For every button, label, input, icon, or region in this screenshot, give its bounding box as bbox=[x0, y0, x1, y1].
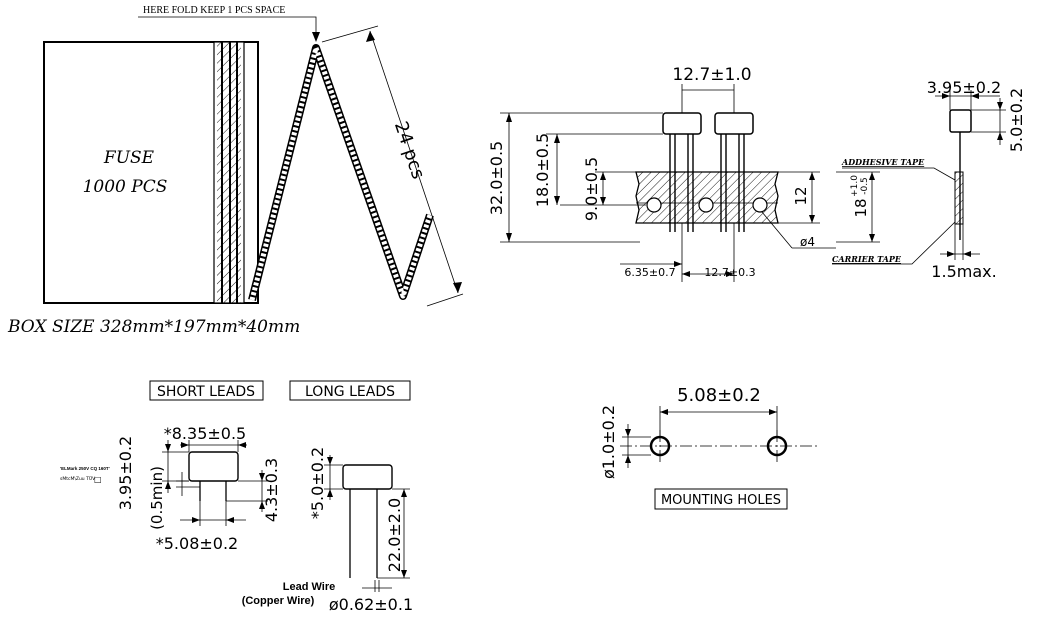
mounting-hole-dia-dim: ø1.0±0.2 bbox=[599, 405, 618, 479]
pitch-top-dim: 12.7±1.0 bbox=[672, 65, 751, 85]
long-leads-box bbox=[289, 380, 411, 401]
svg-text:+1.0: +1.0 bbox=[850, 175, 860, 197]
fuse-body bbox=[662, 112, 702, 135]
side-height-dim: 5.0±0.2 bbox=[1007, 88, 1026, 152]
long-leads-label: LONG LEADS bbox=[305, 384, 395, 400]
fuse-body bbox=[714, 112, 754, 135]
sprocket-hole bbox=[698, 197, 714, 213]
hole-dia-dim: ø4 bbox=[800, 235, 815, 249]
lead-spacing-dim: *5.08±0.2 bbox=[156, 534, 238, 553]
mounting-holes-label: MOUNTING HOLES bbox=[661, 493, 781, 508]
short-lead-length-dim: 4.3±0.3 bbox=[262, 458, 281, 522]
mounting-holes: 5.08±0.2 ø1.0±0.2 MOUNTING HOLES bbox=[599, 385, 818, 510]
carrier-tape-label: CARRIER TAPE bbox=[832, 254, 902, 264]
fuse-marking: 'ELMark 250V CQ 160T' sMtcM\Zuu TÜV □ bbox=[60, 466, 110, 484]
adhesive-tape-label: ADDHESIVE TAPE bbox=[841, 157, 925, 167]
short-body-height-dim: 3.95±0.2 bbox=[116, 436, 135, 510]
box-size-label: BOX SIZE 328mm*197mm*40mm bbox=[7, 317, 300, 337]
fold-leader bbox=[138, 16, 317, 38]
lead-length-dim: 18 +1.0 -0.5 bbox=[850, 175, 870, 218]
side-view: 3.95±0.2 5.0±0.2 ADDHESIVE TAPE CARRIER … bbox=[832, 78, 1026, 281]
max-thickness-dim: 1.5max. bbox=[931, 262, 996, 281]
box-outline bbox=[43, 41, 259, 304]
folded-tape-stack bbox=[213, 41, 245, 304]
long-lead-length-dim: 22.0±2.0 bbox=[385, 498, 404, 572]
wire-dia-dim: ø0.62±0.1 bbox=[329, 595, 413, 614]
tape-drawing: 12.7±1.0 32.0±0.5 18.0±0.5 9.0±0.5 12 bbox=[487, 65, 880, 282]
svg-text:-0.5: -0.5 bbox=[860, 177, 870, 195]
side-tape bbox=[954, 171, 964, 225]
hole-pitch-dim: 12.7±0.3 bbox=[704, 266, 755, 279]
zigzag-tape bbox=[248, 44, 434, 301]
svg-text:'ELMark 250V CQ 160T': 'ELMark 250V CQ 160T' bbox=[60, 466, 110, 471]
hole-height-dim: 9.0±0.5 bbox=[582, 157, 601, 221]
side-width-dim: 3.95±0.2 bbox=[927, 78, 1001, 97]
short-leads-label: SHORT LEADS bbox=[157, 384, 255, 400]
svg-text:sMtcM\Zuu TÜV: sMtcM\Zuu TÜV bbox=[60, 475, 96, 482]
long-fuse-body bbox=[342, 464, 393, 490]
count-dimension-line bbox=[369, 30, 459, 294]
first-offset-dim: 6.35±0.7 bbox=[624, 266, 675, 279]
body-width-dim: *8.35±0.5 bbox=[164, 424, 246, 443]
body-height-dim: 18.0±0.5 bbox=[533, 133, 552, 207]
long-body-height-dim: *5.0±0.2 bbox=[308, 447, 327, 519]
short-leads-box bbox=[149, 380, 264, 401]
box-label-count: 1000 PCS bbox=[83, 177, 168, 197]
component-leads bbox=[669, 134, 745, 232]
hole-spacing-dim: 5.08±0.2 bbox=[677, 385, 761, 406]
wire-label-line2: (Copper Wire) bbox=[242, 595, 315, 607]
side-fuse-body bbox=[949, 109, 972, 133]
leads-detail: SHORT LEADS LONG LEADS 'ELMark 250V CQ 1… bbox=[60, 380, 413, 614]
sprocket-hole bbox=[752, 197, 768, 213]
min-gap-dim: (0.5min) bbox=[148, 466, 166, 530]
sprocket-hole bbox=[646, 197, 662, 213]
fold-note: HERE FOLD KEEP 1 PCS SPACE bbox=[143, 5, 285, 16]
box-label-fuse: FUSE bbox=[103, 148, 155, 168]
svg-text:□: □ bbox=[94, 475, 102, 484]
packaging-view: HERE FOLD KEEP 1 PCS SPACE FUSE 1000 PCS… bbox=[7, 5, 464, 337]
tape-width-dim: 12 bbox=[792, 186, 810, 205]
mounting-holes-box bbox=[654, 488, 788, 510]
wire-label-line1: Lead Wire bbox=[283, 581, 335, 593]
count-label: 24 pcs bbox=[390, 119, 429, 182]
overall-height-dim: 32.0±0.5 bbox=[487, 141, 506, 215]
short-fuse-body bbox=[188, 451, 239, 482]
svg-text:18: 18 bbox=[852, 198, 870, 217]
